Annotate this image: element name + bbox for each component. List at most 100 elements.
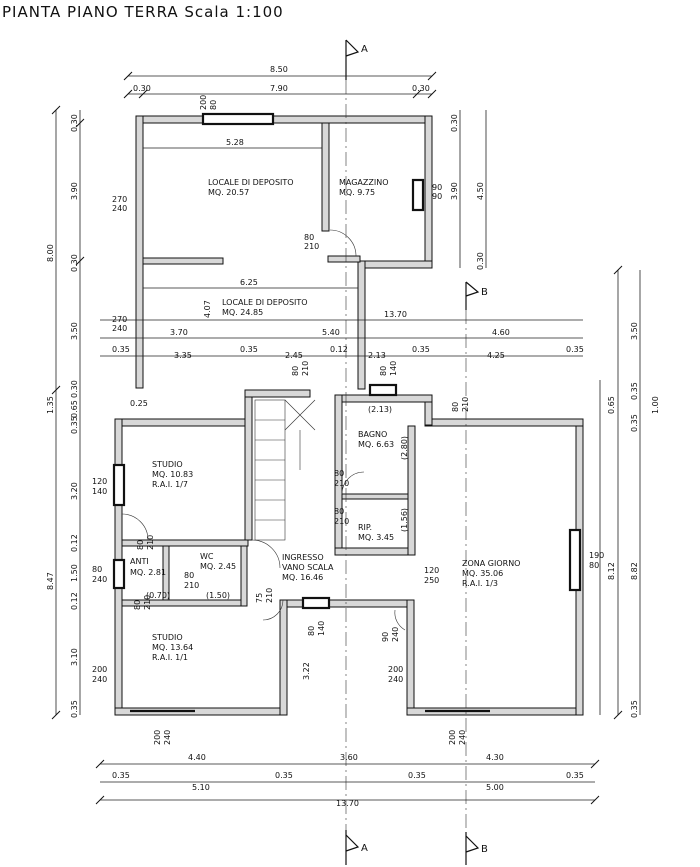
svg-text:80: 80 — [307, 626, 316, 636]
svg-text:240: 240 — [92, 575, 107, 584]
dimension-lines — [55, 75, 641, 801]
dim-mid-12: 0.35 — [566, 345, 584, 354]
svg-text:240: 240 — [112, 324, 127, 333]
svg-text:140: 140 — [389, 361, 398, 376]
room-studio-1-name: STUDIO — [152, 460, 183, 469]
dim-left-6: 1.35 — [46, 396, 55, 414]
room-magazzino-name: MAGAZZINO — [339, 178, 389, 187]
dim-left-14: 0.12 — [70, 592, 79, 610]
dim-right-4: 1.00 — [651, 396, 660, 414]
dim-left-2: 3.90 — [70, 182, 79, 200]
room-ingresso-area: MQ. 16.46 — [282, 573, 323, 582]
room-deposito-1-name: LOCALE DI DEPOSITO — [208, 178, 294, 187]
section-a-top-label: A — [361, 44, 368, 55]
dim-top-wall-right: 0.30 — [412, 84, 430, 93]
opening-labels: 200 80 270 240 90 90 80 210 270 240 80 2… — [92, 95, 604, 745]
room-studio-2-area: MQ. 13.64 — [152, 643, 193, 652]
dim-left-11: 0.12 — [70, 534, 79, 552]
svg-text:90: 90 — [432, 192, 442, 201]
dim-right-6: 8.12 — [607, 562, 616, 580]
dim-overall-width: 13.70 — [384, 310, 407, 319]
room-labels: LOCALE DI DEPOSITO MQ. 20.57 MAGAZZINO M… — [130, 178, 520, 662]
room-bagno-area: MQ. 6.63 — [358, 440, 394, 449]
dim-int-5: (1.56) — [400, 508, 409, 532]
dim-bot-6: 0.35 — [408, 771, 426, 780]
svg-text:80: 80 — [209, 100, 218, 110]
svg-text:270: 270 — [112, 195, 127, 204]
room-ingresso-name: INGRESSO — [282, 553, 324, 562]
dim-mid-1: 3.70 — [170, 328, 188, 337]
svg-text:80: 80 — [184, 571, 194, 580]
svg-text:210: 210 — [334, 517, 349, 526]
svg-text:210: 210 — [265, 588, 274, 603]
room-magazzino-area: MQ. 9.75 — [339, 188, 375, 197]
dim-left-16: 0.35 — [70, 700, 79, 718]
svg-text:250: 250 — [424, 576, 439, 585]
svg-text:190: 190 — [589, 551, 604, 560]
dim-left-9: 0.35 — [70, 416, 79, 434]
section-b-top-label: B — [481, 287, 488, 298]
room-deposito-1-area: MQ. 20.57 — [208, 188, 249, 197]
dim-mid-6: 0.35 — [240, 345, 258, 354]
dim-int-2: 3.22 — [302, 662, 311, 680]
dim-right-8: 0.35 — [630, 700, 639, 718]
svg-text:80: 80 — [451, 402, 460, 412]
svg-text:210: 210 — [334, 479, 349, 488]
section-a-bottom-label: A — [361, 843, 368, 854]
svg-text:80: 80 — [136, 540, 145, 550]
dim-left-12: 1.50 — [70, 564, 79, 582]
dim-int-4: (2.80) — [400, 436, 409, 460]
room-studio-2-rai: R.A.I. 1/1 — [152, 653, 188, 662]
svg-text:80: 80 — [334, 507, 344, 516]
dim-mid-3: 4.60 — [492, 328, 510, 337]
room-deposito-2-name: LOCALE DI DEPOSITO — [222, 298, 308, 307]
staircase — [254, 399, 316, 541]
dim-deposito-width: 5.28 — [226, 138, 244, 147]
windows — [112, 112, 582, 713]
section-b-bottom-label: B — [481, 844, 488, 855]
svg-text:240: 240 — [163, 730, 172, 745]
room-ingresso-sub: VANO SCALA — [282, 563, 334, 572]
svg-text:240: 240 — [112, 204, 127, 213]
svg-text:140: 140 — [317, 621, 326, 636]
room-wc-area: MQ. 2.45 — [200, 562, 236, 571]
svg-text:80: 80 — [291, 366, 300, 376]
dim-bot-2: 3.60 — [340, 753, 358, 762]
dim-left-4: 0.30 — [70, 254, 79, 272]
svg-text:210: 210 — [461, 397, 470, 412]
dimension-ticks — [51, 71, 623, 805]
dim-bot-5: 0.35 — [275, 771, 293, 780]
walls — [114, 115, 584, 716]
room-anti-area: MQ. 2.81 — [130, 568, 166, 577]
dim-mid-5: 3.35 — [174, 351, 192, 360]
svg-text:80: 80 — [379, 366, 388, 376]
dim-right-1: 3.50 — [630, 322, 639, 340]
dim-left-1: 0.30 — [70, 114, 79, 132]
svg-text:240: 240 — [391, 627, 400, 642]
dim-mid-7: 2.45 — [285, 351, 303, 360]
dim-ru-4: 0.30 — [476, 252, 485, 270]
svg-text:240: 240 — [388, 675, 403, 684]
dim-deposito2-width: 6.25 — [240, 278, 258, 287]
svg-text:240: 240 — [92, 675, 107, 684]
dim-mid-2: 5.40 — [322, 328, 340, 337]
dim-mid-10: 0.35 — [412, 345, 430, 354]
dim-right-5: 0.35 — [630, 414, 639, 432]
svg-text:210: 210 — [304, 242, 319, 251]
room-rip-area: MQ. 3.45 — [358, 533, 394, 542]
room-studio-2-name: STUDIO — [152, 633, 183, 642]
dim-bot-7: 0.35 — [566, 771, 584, 780]
plan-title: PIANTA PIANO TERRA Scala 1:100 — [2, 3, 284, 21]
room-anti-name: ANTI — [130, 557, 149, 566]
section-lines — [345, 39, 480, 865]
dim-top-total-inner: 7.90 — [270, 84, 288, 93]
svg-text:120: 120 — [424, 566, 439, 575]
dim-mid-9: 2.13 — [368, 351, 386, 360]
svg-text:210: 210 — [301, 361, 310, 376]
dim-mid-8: 0.12 — [330, 345, 348, 354]
dim-bot-10: 13.70 — [336, 799, 359, 808]
svg-text:80: 80 — [304, 233, 314, 242]
svg-text:140: 140 — [92, 487, 107, 496]
dim-left-10: 3.20 — [70, 482, 79, 500]
